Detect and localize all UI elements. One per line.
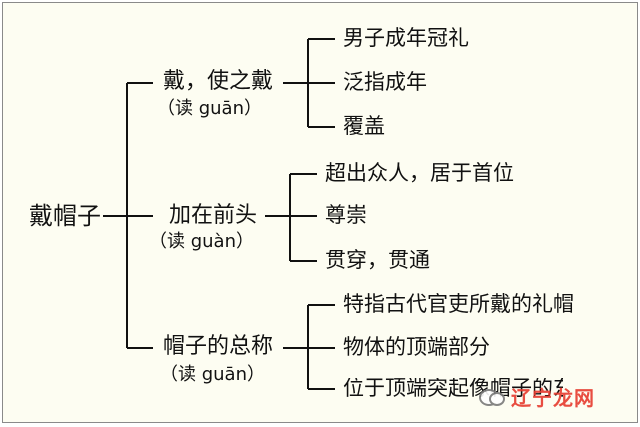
leaf-3-3: 位于顶端突起像帽子的东西 [343,378,563,399]
leaf-2-3: 贯穿，贯通 [325,248,430,272]
branch-1-reading: （读 guān） [157,98,262,119]
connector-lines [103,38,335,390]
leaf-1-1: 男子成年冠礼 [343,26,469,50]
leaf-3-2: 物体的顶端部分 [343,335,490,359]
leaf-2-1: 超出众人，居于首位 [325,161,514,185]
leaf-1-3: 覆盖 [343,114,385,138]
watermark: 辽宁龙网 [479,375,635,417]
branch-3-label: 帽子的总称 [163,334,274,359]
branch-3-reading: （读 guān） [160,364,265,385]
branch-2-label: 加在前头 [169,203,258,228]
leaf-2-2: 尊崇 [325,203,367,227]
wechat-icon [479,387,505,406]
root-node: 戴帽子 [29,202,101,230]
leaf-3-1: 特指古代官吏所戴的礼帽 [343,292,574,316]
diagram-canvas: 戴帽子 戴，使之戴 （读 guān） 加在前头 （读 guàn） 帽子的总称 （… [2,2,638,423]
branch-1-label: 戴，使之戴 [163,69,274,94]
branch-2-reading: （读 guàn） [149,231,254,252]
leaf-1-2: 泛指成年 [343,70,427,94]
watermark-text: 辽宁龙网 [511,385,595,410]
